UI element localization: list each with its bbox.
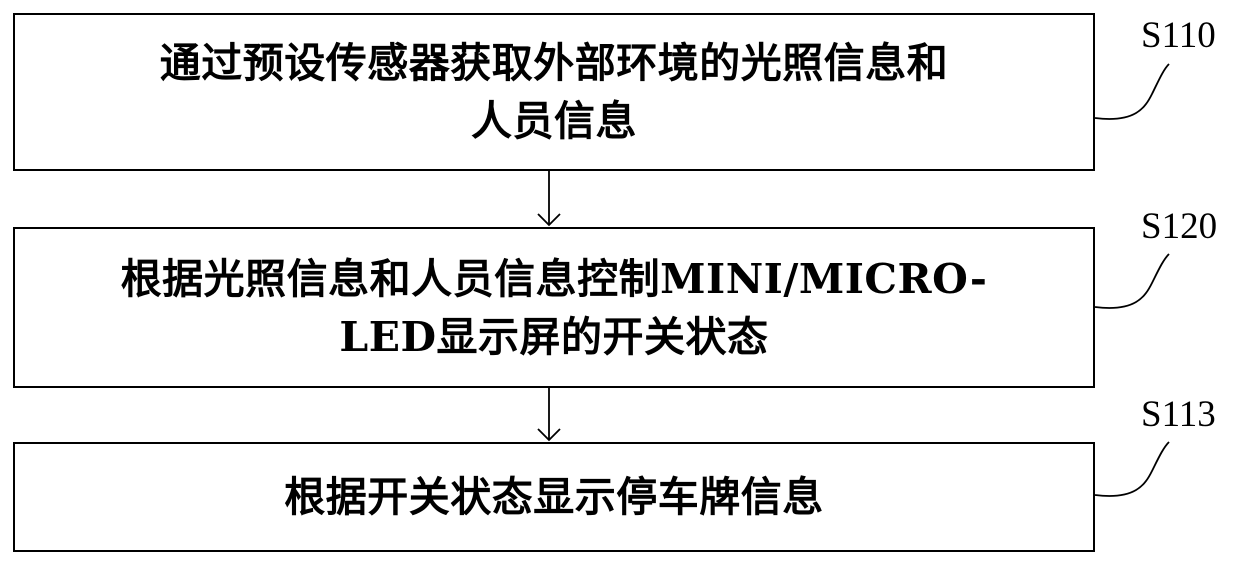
arrow-step2-to-step3 bbox=[538, 388, 560, 440]
step-3-text: 根据开关状态显示停车牌信息 bbox=[284, 468, 824, 526]
step-1-text-line-2: 人员信息 bbox=[160, 92, 949, 150]
process-step-1: 通过预设传感器获取外部环境的光照信息和 人员信息 bbox=[13, 13, 1095, 171]
arrow-step1-to-step2 bbox=[538, 171, 560, 225]
step-2-text: 根据光照信息和人员信息控制MINI/MICRO- LED显示屏的开关状态 bbox=[121, 250, 988, 366]
process-step-2: 根据光照信息和人员信息控制MINI/MICRO- LED显示屏的开关状态 bbox=[13, 227, 1095, 388]
step-1-text-line-1: 通过预设传感器获取外部环境的光照信息和 bbox=[160, 34, 949, 92]
step-label-s120: S120 bbox=[1141, 207, 1217, 247]
leader-line-s120 bbox=[1095, 254, 1169, 308]
leader-line-s113 bbox=[1095, 442, 1169, 496]
step-2-text-line-1: 根据光照信息和人员信息控制MINI/MICRO- bbox=[121, 250, 988, 308]
step-3-text-line-1: 根据开关状态显示停车牌信息 bbox=[284, 468, 824, 526]
leader-line-s110 bbox=[1095, 64, 1169, 119]
step-label-s110: S110 bbox=[1141, 16, 1216, 56]
step-1-text: 通过预设传感器获取外部环境的光照信息和 人员信息 bbox=[160, 34, 949, 150]
step-label-s113: S113 bbox=[1141, 395, 1216, 435]
step-2-text-line-2: LED显示屏的开关状态 bbox=[121, 308, 988, 366]
process-step-3: 根据开关状态显示停车牌信息 bbox=[13, 442, 1095, 552]
